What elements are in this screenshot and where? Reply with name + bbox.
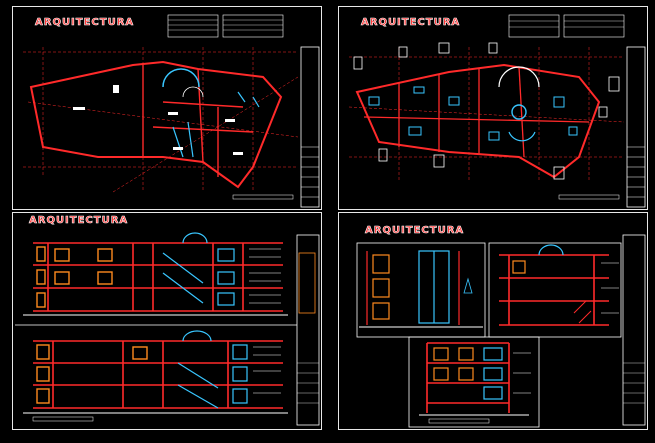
- floor-plan-drawing: [23, 14, 320, 208]
- elevation-a: [23, 232, 288, 316]
- sheet-title: ARQUITECTURA: [365, 225, 465, 237]
- section-drawings: [356, 234, 646, 428]
- sheet-sections: ARQUITECTURA: [338, 212, 648, 430]
- sheet-floor-plan-1: ARQUITECTURA: [12, 6, 322, 210]
- section-panel: [488, 242, 622, 338]
- sheet-title: ARQUITECTURA: [361, 17, 461, 29]
- sheet-elevations: ARQUITECTURA: [12, 212, 322, 430]
- rear-elevation-panel: [408, 336, 540, 428]
- sheet-title: ARQUITECTURA: [29, 215, 129, 227]
- front-elevation-panel: [356, 242, 486, 338]
- sheet-floor-plan-2: ARQUITECTURA: [338, 6, 648, 210]
- sheet-title: ARQUITECTURA: [35, 17, 135, 29]
- floor-plan-drawing: [348, 14, 646, 208]
- elevation-drawings: [15, 232, 320, 426]
- elevation-b: [23, 330, 288, 422]
